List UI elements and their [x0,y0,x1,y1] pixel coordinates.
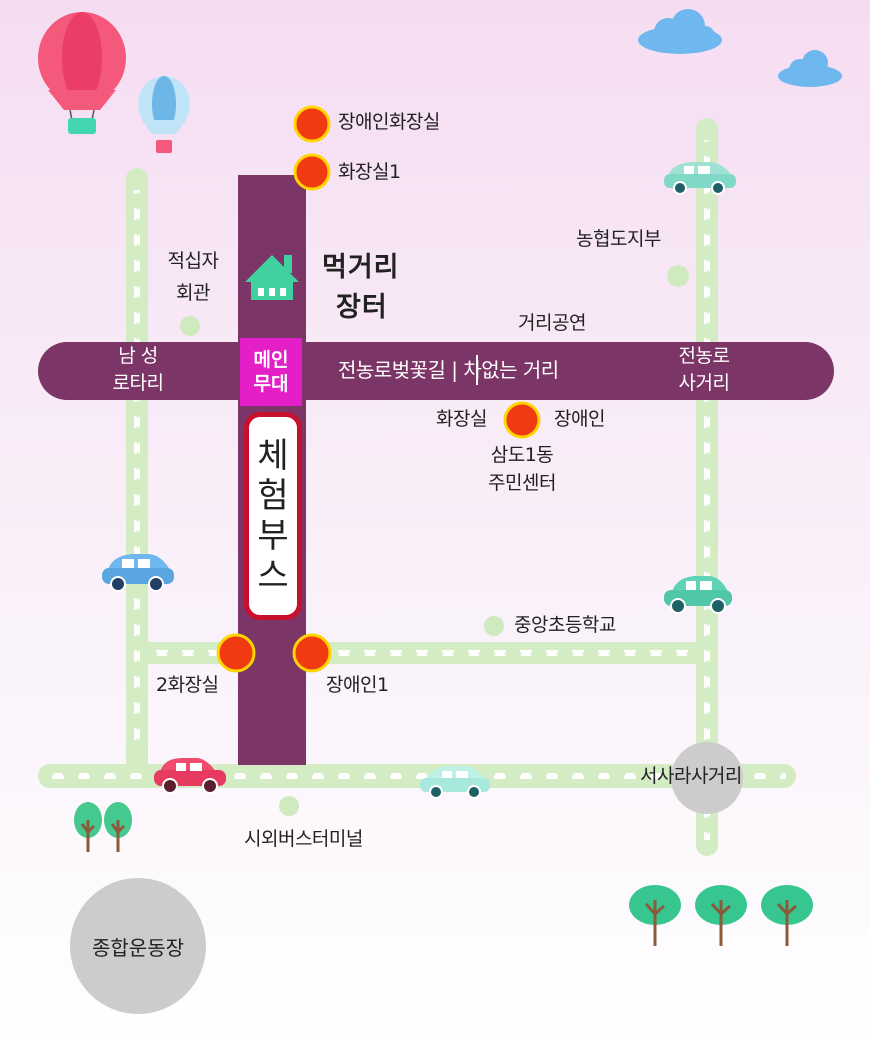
disabled-restroom-label: 장애인화장실 [338,111,440,133]
facility-marker [216,105,541,673]
restroom-mid-label: 화장실 [436,408,487,430]
tree-icon [104,802,132,852]
seosara-label: 서사라사거리 [640,765,742,787]
booth-char-1: 체 [257,436,289,476]
cloud-icon [638,9,722,54]
tree-icon [761,885,813,946]
car-icon [102,554,174,592]
main-stage: 메인 무대 [240,338,302,406]
booth-char-4: 스 [257,556,289,596]
bus-terminal-label: 시외버스터미널 [244,828,363,850]
hot-air-balloon-icon [138,76,190,153]
car-icon [420,766,490,799]
booth-char-3: 부 [257,516,289,556]
main-stage-label-2: 무대 [253,373,289,395]
cloud-icon [778,50,842,87]
food-street-label-1: 먹거리 [322,252,400,283]
road-banner: 전농로벚꽃길 | 차없는 거리 [338,358,559,382]
jeonnong-label-1: 전농로 [678,345,730,367]
nonghyup-label: 농협도지부 [576,228,661,250]
disabled-mid-label: 장애인 [554,408,605,430]
namseong-label-2: 로타리 [112,372,164,394]
tree-icon [74,802,102,852]
samdo-label-2: 주민센터 [488,472,556,494]
car-icon [664,576,732,614]
school-label: 중앙초등학교 [514,614,616,636]
street-show-label: 거리공연 [518,312,586,334]
main-stage-label-1: 메인 [253,349,289,371]
disabled1-label: 장애인1 [326,674,389,696]
car-icon [664,162,736,195]
stadium-label: 종합운동장 [92,935,184,960]
house-icon [245,255,299,300]
booth-char-2: 험 [257,476,289,516]
red-cross-label-2: 회관 [176,282,210,304]
food-street-label-2: 장터 [336,292,388,323]
tree-icon [629,885,681,946]
samdo-label-1: 삼도1동 [490,444,554,466]
jeonnong-label-2: 사거리 [678,372,730,394]
restroom2-label: 2화장실 [156,674,219,696]
experience-booth: 체 험 부 스 [244,412,302,620]
red-cross-label-1: 적십자 [167,250,219,272]
car-icon [154,758,226,794]
restroom1-label: 화장실1 [338,161,401,183]
tree-icon [695,885,747,946]
namseong-label-1: 남 성 [118,345,158,367]
hot-air-balloon-icon [38,12,126,134]
